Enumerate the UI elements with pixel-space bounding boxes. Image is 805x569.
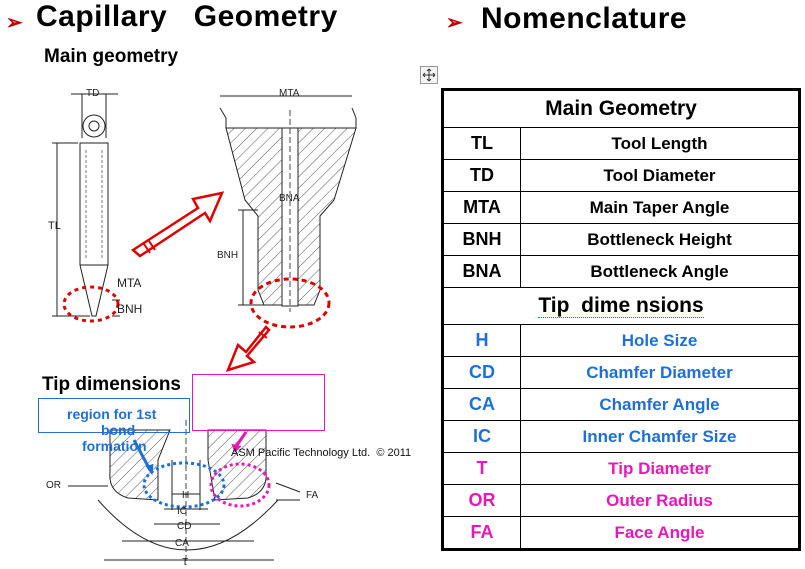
abbr-cell: BNH (442, 223, 521, 256)
abbr-cell: TL (442, 127, 521, 160)
label-td: TD (86, 88, 100, 99)
label-bnh-side: BNH (117, 302, 143, 316)
label-mta-top: MTA (279, 88, 300, 99)
region-text-line-3: formation (82, 438, 147, 454)
capillary-geometry-title: Capillary Geometry (36, 0, 338, 33)
arrow-down-left-icon (225, 325, 271, 372)
abbr-cell: CA (442, 388, 521, 421)
label-cd: CD (177, 521, 192, 532)
small-capillary-drawing (52, 93, 120, 317)
region-text-line-1: region for 1st (67, 406, 157, 422)
name-cell: Hole Size (520, 324, 800, 357)
label-bnh-mid: BNH (217, 250, 239, 261)
name-cell: Chamfer Diameter (520, 356, 800, 389)
name-cell: Outer Radius (520, 484, 800, 517)
abbr-cell: MTA (442, 191, 521, 224)
abbr-cell: IC (442, 420, 521, 453)
label-tl: TL (48, 220, 61, 232)
label-fa: FA (306, 490, 319, 501)
bullet-arrow-icon: ➢ (6, 12, 23, 34)
name-cell: Bottleneck Height (520, 223, 800, 256)
nomenclature-title: Nomenclature (481, 2, 688, 35)
label-ic: IC (177, 506, 187, 517)
name-cell: Chamfer Angle (520, 388, 800, 421)
tip-dimensions-heading: Tip dimensions (42, 374, 182, 395)
main-geometry-header: Main Geometry (442, 89, 800, 128)
bullet-arrow-icon: ➢ (446, 12, 463, 34)
abbr-cell: CD (442, 356, 521, 389)
name-cell: Face Angle (520, 516, 800, 550)
tip-header-text: Tip dime nsions (538, 294, 704, 318)
label-t: T (182, 557, 189, 568)
name-cell: Bottleneck Angle (520, 255, 800, 288)
label-bna: BNA (279, 193, 300, 204)
label-mta-side: MTA (117, 276, 142, 290)
arrow-up-right-icon (130, 191, 225, 258)
label-h: H (182, 490, 190, 501)
geometry-diagram (52, 93, 357, 565)
main-geometry-heading: Main geometry (44, 46, 179, 67)
region-text-line-2: bond (101, 422, 136, 438)
abbr-cell: T (442, 452, 521, 485)
copyright-text: ASM Pacific Technology Ltd. © 2011 (231, 447, 412, 459)
label-or: OR (46, 480, 61, 491)
abbr-cell: BNA (442, 255, 521, 288)
label-ca: CA (175, 538, 189, 549)
name-cell: Tool Diameter (520, 159, 800, 192)
tip-dimensions-header: Tip dime nsions (442, 287, 800, 325)
blue-callout-box (38, 398, 190, 433)
move-handle-icon[interactable] (420, 66, 438, 84)
name-cell: Tip Diameter (520, 452, 800, 485)
abbr-cell: H (442, 324, 521, 357)
abbr-cell: FA (442, 516, 521, 550)
name-cell: Inner Chamfer Size (520, 420, 800, 453)
abbr-cell: TD (442, 159, 521, 192)
name-cell: Tool Length (520, 127, 800, 160)
name-cell: Main Taper Angle (520, 191, 800, 224)
bottleneck-drawing (219, 95, 357, 312)
pink-callout-box (192, 374, 325, 431)
abbr-cell: OR (442, 484, 521, 517)
